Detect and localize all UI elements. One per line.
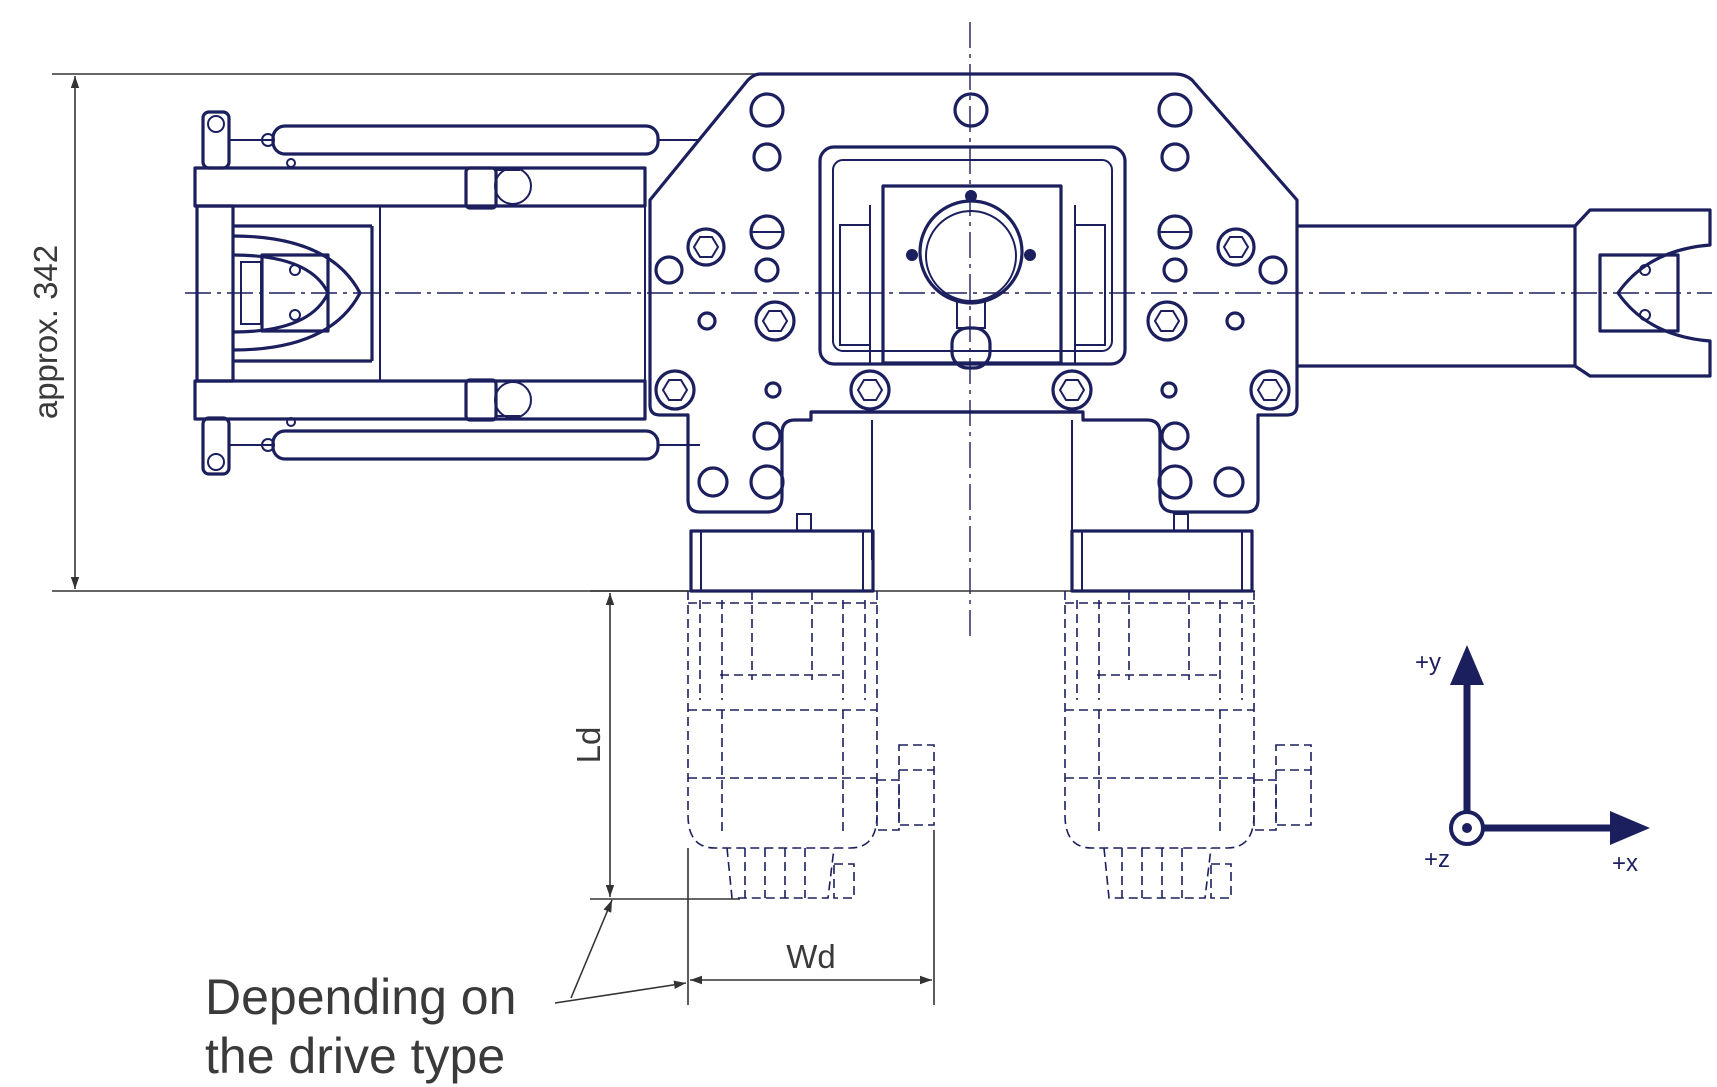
coordinate-axes-icon: +y +x +z (1415, 645, 1650, 877)
center-lines (185, 22, 1712, 638)
axis-z-out-of-plane-icon (1449, 810, 1485, 846)
screws (654, 227, 1291, 411)
plate-holes (654, 92, 1288, 500)
drive-length-label: Ld (570, 727, 607, 764)
drive-right (1064, 591, 1312, 899)
note-leaders (554, 899, 687, 1004)
axis-x-label: +x (1612, 850, 1638, 877)
note-line-1: Depending on (205, 969, 516, 1025)
drive-length-dimension: Ld (570, 590, 740, 900)
mounting-feet (689, 513, 1254, 593)
axis-z-label: +z (1424, 846, 1450, 873)
height-dimension: approx. 342 (27, 76, 80, 589)
drive-left (687, 591, 935, 899)
right-arm (1297, 208, 1712, 378)
axis-y-label: +y (1415, 649, 1441, 676)
main-body (648, 72, 1299, 560)
note-line-2: the drive type (205, 1028, 505, 1084)
drive-type-note: Depending on the drive type (205, 969, 516, 1084)
height-dimension-label: approx. 342 (27, 245, 64, 419)
drive-width-label: Wd (786, 938, 836, 975)
left-clamp-arm (193, 110, 700, 476)
drive-width-dimension: Wd (687, 830, 935, 1005)
